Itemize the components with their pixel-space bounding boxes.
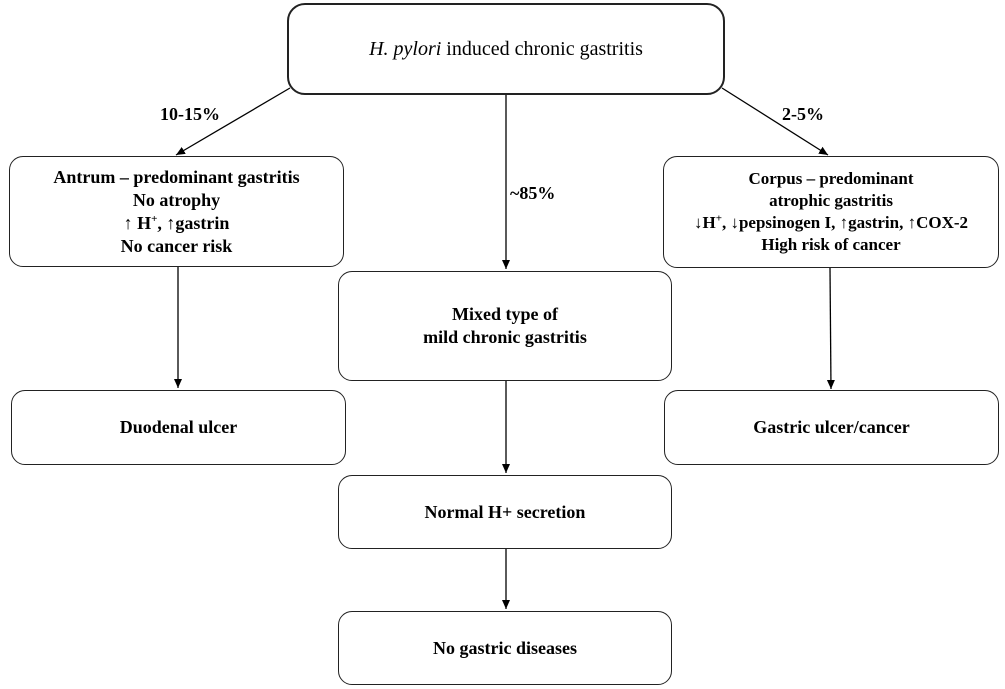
arrow-root-to-antrum (175, 87, 291, 156)
duodenal-ulcer-node: Duodenal ulcer (11, 390, 346, 465)
no-gastric-diseases-label: No gastric diseases (433, 637, 577, 658)
root-label-rest: induced chronic gastritis (441, 37, 643, 60)
antrum-line-2: No atrophy (132, 189, 221, 210)
arrow-corpus-to-gastric (826, 267, 835, 390)
no-gastric-diseases-node: No gastric diseases (338, 611, 672, 685)
arrow-root-to-corpus (721, 87, 829, 156)
antrum-line-4: No cancer risk (120, 235, 233, 256)
duodenal-ulcer-label: Duodenal ulcer (119, 417, 238, 437)
mixed-gastritis-node: Mixed type of mild chronic gastritis (338, 271, 672, 381)
normal-secretion-node: Normal H+ secretion (338, 475, 672, 549)
corpus-gastritis-node: Corpus – predominant atrophic gastritis … (663, 156, 999, 268)
root-label-italic: H. pylori (369, 37, 442, 60)
root-label: H. pylori induced chronic gastritis (369, 38, 643, 61)
gastric-ulcer-cancer-node: Gastric ulcer/cancer (664, 390, 999, 465)
corpus-line-4: High risk of cancer (761, 235, 901, 254)
antrum-line-1: Antrum – predominant gastritis (53, 166, 300, 187)
antrum-gastritis-node: Antrum – predominant gastritis No atroph… (9, 156, 344, 267)
gastric-ulcer-cancer-label: Gastric ulcer/cancer (753, 417, 910, 437)
branch-label-left: 10-15% (160, 104, 220, 124)
mixed-line-1: Mixed type of (452, 304, 558, 324)
corpus-line-3: ↓H+, ↓pepsinogen I, ↑gastrin, ↑COX-2 (693, 212, 969, 232)
branch-label-center: ~85% (510, 183, 556, 203)
corpus-line-1: Corpus – predominant (748, 169, 914, 188)
normal-secretion-label: Normal H+ secretion (424, 501, 586, 522)
root-node-hpylori-gastritis: H. pylori induced chronic gastritis (287, 3, 725, 95)
mixed-line-2: mild chronic gastritis (423, 327, 587, 347)
branch-label-right: 2-5% (782, 104, 824, 124)
corpus-line-2: atrophic gastritis (769, 191, 893, 210)
antrum-line-3: ↑ H+, ↑gastrin (123, 212, 230, 233)
